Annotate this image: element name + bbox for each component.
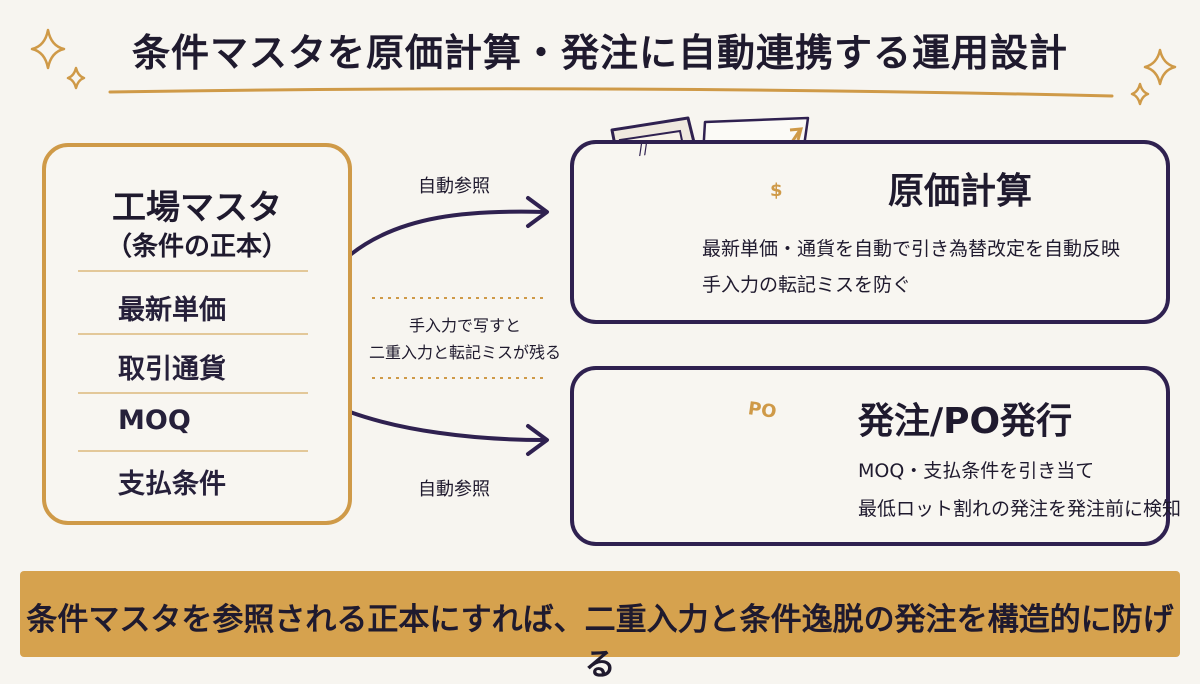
po-label: PO (746, 398, 778, 423)
sparkle-icon (1130, 48, 1177, 106)
arrow-to-po (348, 410, 549, 456)
divider (78, 333, 308, 335)
sparkle-icon (30, 28, 86, 90)
summary-banner-text: 条件マスタを参照される正本にすれば、二重入力と条件逸脱の発注を構造的に防げる (26, 602, 1174, 683)
summary-banner (20, 571, 1180, 657)
master-item-currency: 取引通貨 (118, 354, 226, 385)
po-issuance-box (570, 366, 1170, 546)
manual-entry-note-line: 手入力で写すと (408, 316, 521, 335)
divider (78, 450, 308, 452)
arrow-label-top: 自動参照 (418, 176, 490, 197)
factory-master-subtitle: （条件の正本） (105, 232, 288, 262)
master-item-moq: MOQ (118, 405, 191, 436)
arrow-to-cost (348, 196, 549, 257)
cost-calculation-line: 最新単価・通貨を自動で引き為替改定を自動反映 (702, 238, 1121, 260)
page-title: 条件マスタを原価計算・発注に自動連携する運用設計 (131, 31, 1068, 75)
arrow-label-bottom: 自動参照 (418, 479, 490, 500)
title-underline (108, 87, 1114, 98)
chart-symbol: $ (770, 180, 783, 201)
po-issuance-title: 発注/PO発行 (858, 401, 1073, 442)
cost-calculation-title: 原価計算 (888, 171, 1033, 212)
cost-calculation-line: 手入力の転記ミスを防ぐ (702, 274, 912, 296)
master-item-payment-terms: 支払条件 (118, 469, 226, 500)
po-issuance-line: 最低ロット割れの発注を発注前に検知 (858, 498, 1182, 520)
manual-entry-note: 手入力で写すと 二重入力と転記ミスが残る (360, 312, 570, 366)
factory-master-title: 工場マスタ (112, 188, 282, 228)
manual-entry-note-line: 二重入力と転記ミスが残る (368, 343, 561, 362)
divider (78, 392, 308, 394)
po-issuance-line: MOQ・支払条件を引き当て (858, 460, 1095, 482)
master-item-unit-price: 最新単価 (118, 295, 226, 326)
cost-calculation-box (570, 140, 1170, 324)
divider (78, 270, 308, 272)
